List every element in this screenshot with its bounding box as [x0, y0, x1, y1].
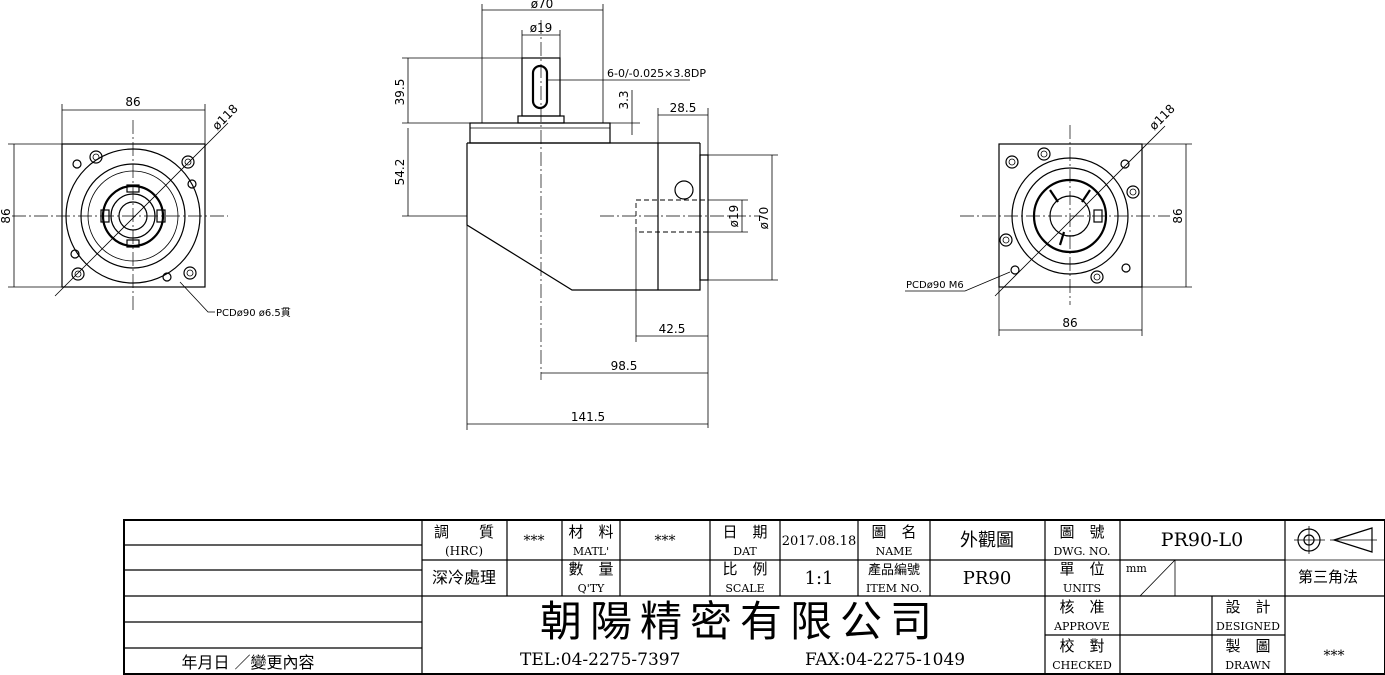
name-label: 圖 名: [871, 523, 916, 541]
hardness-value: ***: [524, 533, 545, 549]
qty-en: Q'TY: [578, 582, 605, 595]
company-fax: FAX:04-2275-1049: [805, 650, 965, 670]
units-value: mm: [1126, 562, 1147, 575]
side-dim-input-bore: ø19: [727, 205, 741, 228]
date-en: DAT: [733, 545, 757, 558]
side-dim-body-h: 54.2: [393, 159, 407, 186]
dwg-label: 圖 號: [1059, 523, 1104, 541]
approve-en: APPROVE: [1053, 620, 1110, 633]
right-dim-circle: ø118: [1147, 102, 1178, 133]
side-dim-input-flange: ø70: [757, 207, 771, 230]
drawn-label: 製 圖: [1225, 637, 1270, 655]
side-dim-985: 98.5: [611, 359, 638, 373]
material-value: ***: [655, 533, 676, 549]
projection-label: 第三角法: [1298, 568, 1358, 586]
revision-label: 年月日 ／變更內容: [181, 653, 314, 672]
front-pcd-note: PCDø90 ø6.5貫: [216, 307, 291, 319]
side-dim-input-len: 28.5: [670, 101, 697, 115]
units-label: 單 位: [1059, 560, 1104, 578]
side-dim-offset: 3.3: [617, 90, 631, 109]
right-pcd-note: PCDø90 M6: [906, 280, 964, 291]
treatment: 深冷處理: [432, 568, 496, 587]
material-en: MATL': [573, 545, 609, 558]
side-dim-1415: 141.5: [571, 410, 605, 424]
scale-en: SCALE: [725, 582, 764, 595]
checked-en: CHECKED: [1052, 659, 1112, 672]
material-label: 材 料: [568, 523, 613, 541]
front-dim-circle: ø118: [210, 102, 241, 133]
dwg-en: DWG. NO.: [1053, 545, 1110, 558]
side-dim-425: 42.5: [659, 322, 686, 336]
designed-en: DESIGNED: [1216, 620, 1280, 633]
item-en: ITEM NO.: [866, 582, 922, 595]
checked-label: 校 對: [1059, 637, 1104, 655]
scale-label: 比 例: [722, 560, 767, 578]
title-block: 調 質 (HRC) *** 深冷處理 材 料 MATL' *** 數 量 Q'T…: [123, 519, 1385, 675]
drawn-en: DRAWN: [1225, 659, 1271, 672]
date-value: 2017.08.18: [782, 534, 856, 549]
hardness-en: (HRC): [445, 544, 483, 558]
qty-label: 數 量: [568, 560, 613, 578]
item-value: PR90: [963, 568, 1012, 589]
name-en: NAME: [876, 545, 913, 558]
front-dim-height: 86: [0, 208, 13, 223]
designed-label: 設 計: [1225, 598, 1270, 616]
item-label: 產品編號: [868, 562, 920, 578]
side-view: ø70 ø19 6-0/-0.025×3.8DP 39.5 3.3 28.5 5…: [393, 0, 778, 430]
company-name: 朝陽精密有限公司: [540, 597, 940, 646]
right-dim-height: 86: [1171, 208, 1185, 223]
units-en: UNITS: [1063, 582, 1101, 595]
side-dim-shaft: ø19: [530, 21, 553, 35]
right-dim-width: 86: [1062, 316, 1077, 330]
side-dim-flange: ø70: [531, 0, 554, 11]
front-view: 86 86 ø118 PCDø90 ø6.5貫: [0, 95, 291, 319]
hardness-label: 調 質: [434, 523, 494, 541]
scale-value: 1:1: [805, 568, 834, 589]
approve-label: 核 准: [1059, 598, 1104, 616]
front-dim-width: 86: [125, 95, 140, 109]
name-value: 外觀圖: [960, 530, 1014, 551]
date-label: 日 期: [722, 523, 767, 541]
right-view: ø118 86 86 PCDø90 M6: [905, 102, 1192, 336]
dwg-value: PR90-L0: [1161, 529, 1243, 551]
company-tel: TEL:04-2275-7397: [520, 650, 680, 670]
drawn-value: ***: [1324, 648, 1345, 664]
side-keyway-note: 6-0/-0.025×3.8DP: [607, 67, 706, 80]
side-dim-shaft-len: 39.5: [393, 79, 407, 106]
